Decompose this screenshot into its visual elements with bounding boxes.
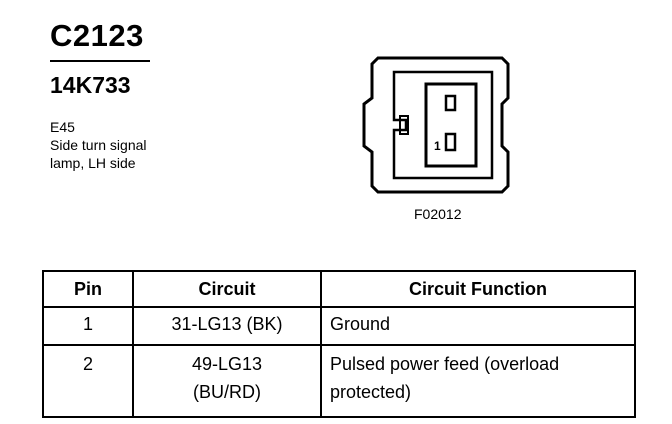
function-cell: Ground — [320, 306, 636, 346]
function-line-2: protected) — [330, 382, 412, 402]
circuit-cell: 31-LG13 (BK) — [132, 306, 322, 346]
circuit-line-1: 31-LG13 (BK) — [171, 314, 283, 334]
connector-code: E45 — [50, 119, 75, 135]
function-line-1: Pulsed power feed (overload — [330, 354, 560, 374]
pin-2-terminal — [444, 94, 457, 112]
table-header-row: Pin Circuit Circuit Function — [42, 270, 636, 308]
title-underline — [50, 60, 150, 62]
function-line-1: Ground — [330, 314, 391, 334]
connector-inner-wall — [392, 70, 494, 180]
header-pin: Pin — [42, 270, 134, 308]
table-row: 1 31-LG13 (BK) Ground — [42, 306, 636, 346]
pin-table: Pin Circuit Circuit Function 1 31-LG13 (… — [42, 270, 636, 418]
description-line-2: lamp, LH side — [50, 155, 136, 171]
connector-description: E45 Side turn signal lamp, LH side — [50, 118, 147, 172]
pin-1-terminal — [444, 132, 457, 152]
connector-housing-outline — [362, 56, 510, 194]
table-row: 2 49-LG13 (BU/RD) Pulsed power feed (ove… — [42, 344, 636, 418]
pin-1-marker: 1 — [434, 139, 441, 153]
circuit-line-2: (BU/RD) — [193, 382, 261, 402]
connector-face-diagram: 1 — [362, 56, 510, 194]
function-cell: Pulsed power feed (overload protected) — [320, 344, 636, 418]
terminal-block — [424, 82, 478, 168]
header-circuit-function: Circuit Function — [320, 270, 636, 308]
figure-label: F02012 — [414, 206, 462, 222]
pin-cell: 1 — [42, 306, 134, 346]
header-circuit: Circuit — [132, 270, 322, 308]
latch-notch — [399, 115, 409, 135]
circuit-line-1: 49-LG13 — [191, 354, 263, 374]
pin-cell: 2 — [42, 344, 134, 418]
description-line-1: Side turn signal — [50, 137, 147, 153]
part-number: 14K733 — [50, 72, 131, 98]
connector-id: C2123 — [50, 18, 144, 53]
circuit-cell: 49-LG13 (BU/RD) — [132, 344, 322, 418]
